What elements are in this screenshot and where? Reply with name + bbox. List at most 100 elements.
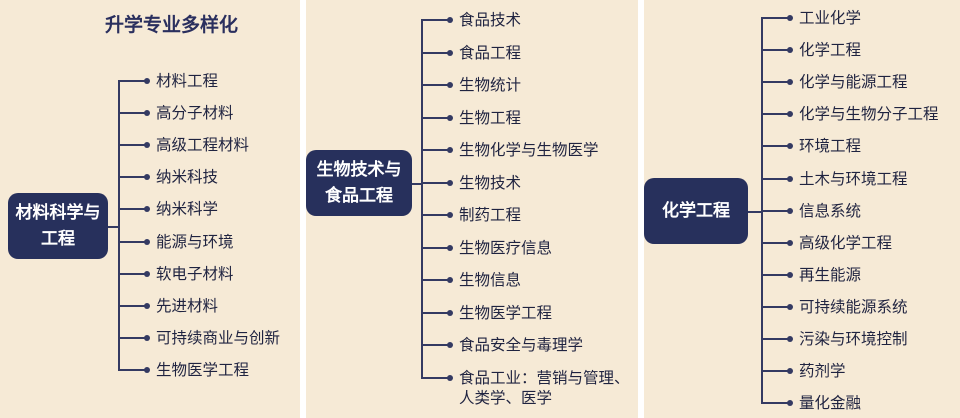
branch-dot (144, 334, 150, 341)
branch-dot (447, 82, 453, 88)
branch-dot (144, 110, 150, 117)
branch-line (118, 304, 145, 307)
branch-dot (447, 244, 453, 251)
branch-label: 信息系统 (799, 201, 862, 220)
branch-line (761, 49, 788, 52)
branch-label: 食品安全与毒理学 (459, 336, 584, 354)
branch-line (118, 240, 145, 243)
branch-dot (447, 49, 453, 56)
branch-label: 高分子材料 (156, 104, 234, 123)
branch-label: 化学工程 (799, 41, 862, 60)
branch-label: 制药工程 (459, 206, 522, 224)
trunk-line (118, 80, 120, 371)
panel-biotech: 生物技术与食品工程 食品技术食品工程生物统计生物工程生物化学与生物医学生物技术制… (306, 0, 638, 418)
branch-label: 可持续商业与创新 (156, 328, 281, 347)
branch-dot (787, 400, 793, 407)
branch-dot (144, 78, 150, 84)
branch-dot (787, 111, 793, 118)
root-node-chemical: 化学工程 (644, 178, 748, 244)
branch-dot (447, 17, 453, 23)
branch-label: 药剂学 (799, 362, 846, 381)
branch-label: 土木与环境工程 (799, 169, 908, 188)
root-connector (412, 183, 421, 185)
panel-chemical: 化学工程 工业化学化学工程化学与能源工程化学与生物分子工程环境工程土木与环境工程… (644, 0, 960, 418)
branch-line (118, 272, 145, 275)
branch-label: 可持续能源系统 (799, 297, 908, 316)
branch-dot (787, 143, 793, 150)
branch-line (118, 80, 145, 82)
branch-dot (447, 342, 453, 348)
branch-dot (447, 179, 453, 186)
branch-dot (447, 309, 453, 316)
branch-dot (787, 336, 793, 342)
branch-label: 纳米科技 (156, 168, 219, 187)
branch-dot (447, 212, 453, 218)
branch-label: 生物统计 (459, 76, 522, 94)
branch-line (761, 402, 788, 405)
branch-dot (144, 270, 150, 277)
branch-line (421, 344, 448, 346)
branch-label: 生物医学工程 (459, 303, 553, 322)
branch-dot (787, 79, 793, 86)
branch-line (421, 19, 448, 21)
branch-label: 先进材料 (156, 296, 219, 315)
branch-label: 量化金融 (799, 394, 862, 413)
branch-label: 生物医学工程 (156, 360, 250, 379)
branch-label: 食品工业：营销与管理、人类学、医学 (459, 368, 630, 407)
branch-line (761, 305, 788, 308)
branch-dot (787, 207, 793, 214)
branch-line (761, 209, 788, 212)
branch-dot (447, 147, 453, 153)
branch-label: 化学与能源工程 (799, 73, 908, 92)
branch-label: 高级工程材料 (156, 136, 250, 155)
branch-line (761, 338, 788, 340)
branch-line (118, 208, 145, 211)
branch-dot (144, 302, 150, 309)
root-node-materials: 材料科学与工程 (8, 193, 108, 259)
branch-dot (787, 271, 793, 278)
branch-label: 生物信息 (459, 271, 522, 289)
branch-dot (447, 277, 453, 283)
branch-line (421, 246, 448, 249)
branch-line (761, 81, 788, 84)
branch-line (761, 241, 788, 244)
branch-label: 生物技术 (459, 173, 522, 192)
branch-dot (144, 206, 150, 213)
branch-line (421, 311, 448, 314)
branch-label: 生物化学与生物医学 (459, 141, 599, 159)
branch-dot (144, 174, 150, 181)
branch-line (421, 279, 448, 281)
branch-line (421, 214, 448, 216)
branch-line (761, 145, 788, 148)
branch-label: 材料工程 (156, 72, 219, 90)
branch-line (118, 336, 145, 339)
branch-dot (787, 368, 793, 375)
branch-label: 工业化学 (799, 9, 862, 27)
branch-line (761, 273, 788, 276)
branch-line (118, 368, 145, 371)
branch-line (421, 84, 448, 86)
branch-line (761, 177, 788, 180)
page-title: 升学专业多样化 (105, 14, 239, 36)
branch-line (421, 51, 448, 54)
branch-line (118, 144, 145, 147)
branch-line (761, 113, 788, 116)
branch-label: 再生能源 (799, 265, 862, 284)
root-node-biotech: 生物技术与食品工程 (306, 150, 412, 216)
branch-label: 环境工程 (799, 137, 862, 156)
branch-label: 食品工程 (459, 43, 522, 62)
branch-line (761, 17, 788, 19)
branch-label: 化学与生物分子工程 (799, 105, 939, 124)
branch-line (421, 116, 448, 119)
branch-dot (787, 175, 793, 182)
branch-line (421, 149, 448, 151)
branch-label: 软电子材料 (156, 264, 234, 283)
branch-line (421, 376, 448, 379)
branch-label: 纳米科学 (156, 200, 219, 219)
branch-line (118, 112, 145, 115)
branch-dot (447, 114, 453, 121)
branch-dot (787, 47, 793, 54)
branch-dot (144, 366, 150, 373)
branch-label: 能源与环境 (156, 232, 234, 251)
branch-dot (144, 238, 150, 245)
